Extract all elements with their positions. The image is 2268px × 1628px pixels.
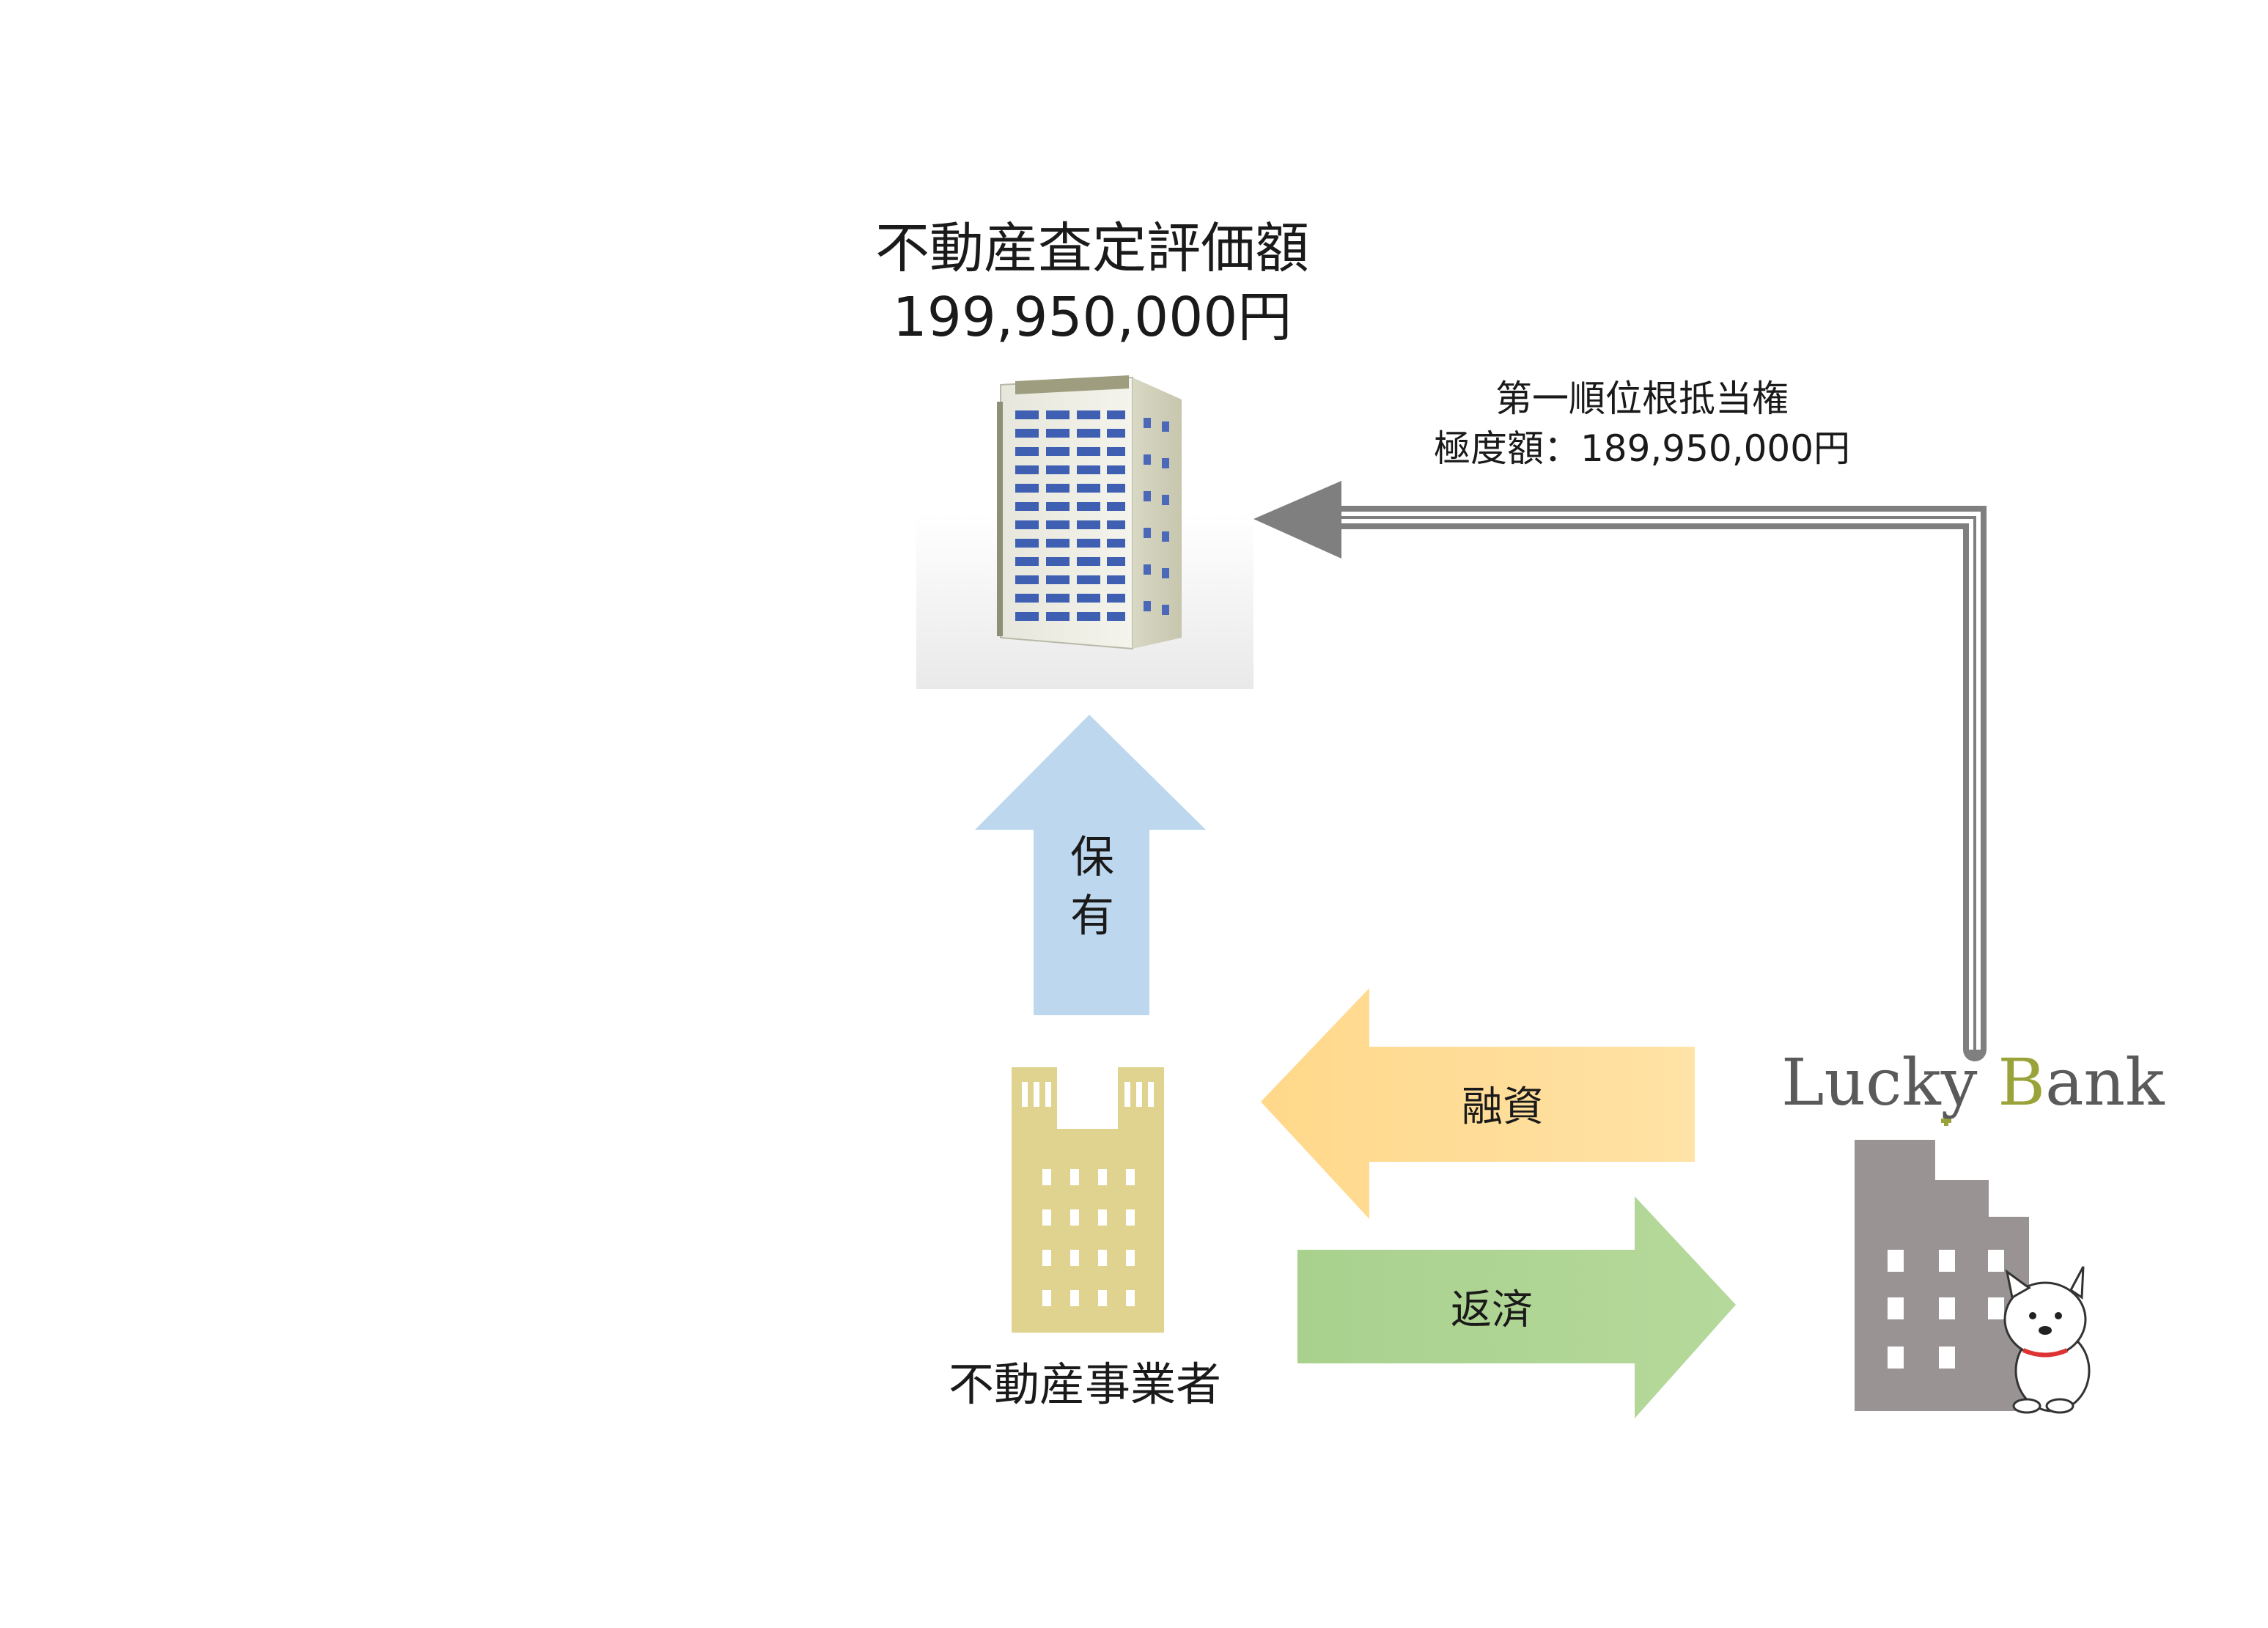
logo-part-1: Lucky bbox=[1781, 1045, 1998, 1120]
valuation-label: 不動産査定評価額 bbox=[875, 217, 1309, 280]
hold-arrow bbox=[975, 715, 1206, 1015]
business-building-icon bbox=[1012, 1067, 1164, 1333]
valuation-amount: 199,950,000円 bbox=[892, 286, 1292, 349]
bank-building-icon bbox=[1855, 1116, 2029, 1411]
lien-type: 第一順位根抵当権 bbox=[1495, 377, 1789, 420]
dog-mascot-icon bbox=[2003, 1266, 2091, 1414]
hold-arrow-label: 保 有 bbox=[1048, 828, 1136, 946]
business-label: 不動産事業者 bbox=[948, 1358, 1221, 1411]
lien-max-amount: 極度額：189,950,000円 bbox=[1433, 427, 1851, 470]
repay-arrow-label: 返済 bbox=[1451, 1286, 1533, 1334]
lien-arrow bbox=[1253, 481, 1987, 1061]
repay-arrow bbox=[1297, 1196, 1736, 1418]
hold-char-2: 有 bbox=[1070, 891, 1114, 942]
lien-label: 第一順位根抵当権 極度額：189,950,000円 bbox=[1378, 374, 1906, 474]
logo-part-2: B bbox=[1998, 1045, 2046, 1120]
logo-part-3: ank bbox=[2045, 1045, 2165, 1120]
property-valuation-title: 不動産査定評価額 199,950,000円 bbox=[799, 214, 1385, 352]
apartment-tower-icon bbox=[916, 375, 1253, 689]
hold-char-1: 保 bbox=[1070, 832, 1114, 883]
loan-arrow bbox=[1261, 988, 1695, 1219]
lucky-bank-logo: Lucky Bank bbox=[1781, 1045, 2165, 1125]
loan-arrow-label: 融資 bbox=[1462, 1083, 1544, 1131]
